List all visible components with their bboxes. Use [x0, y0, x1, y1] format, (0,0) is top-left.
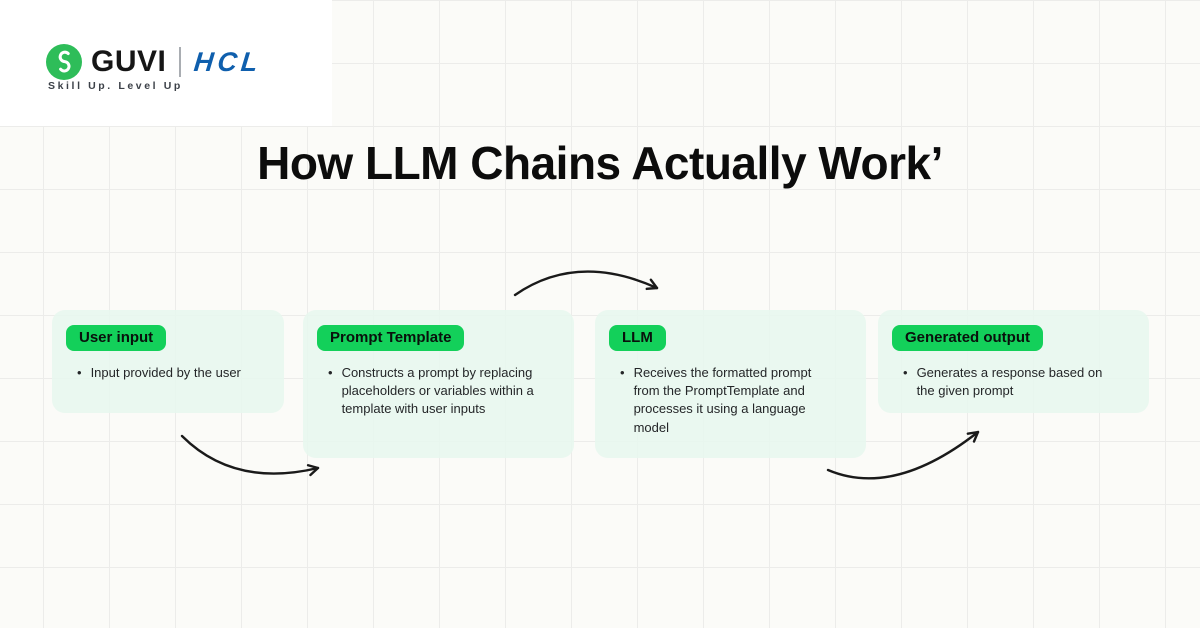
step-card-prompt-template: Prompt Template • Constructs a prompt by… [303, 310, 574, 458]
step-bullet: • Receives the formatted prompt from the… [620, 364, 852, 437]
curved-arrow-icon-top [513, 270, 659, 297]
step-bullet: • Input provided by the user [77, 364, 270, 382]
step-card-llm: LLM • Receives the formatted prompt from… [595, 310, 866, 458]
logo-divider [179, 47, 182, 77]
bullet-dot-icon: • [328, 365, 333, 380]
guvi-g-icon [46, 44, 82, 80]
curved-arrow-icon-bottom-left [180, 434, 320, 477]
bullet-dot-icon: • [903, 365, 908, 380]
bullet-dot-icon: • [77, 365, 82, 380]
bullet-dot-icon: • [620, 365, 625, 380]
step-badge: LLM [609, 325, 666, 351]
bullet-text: Input provided by the user [90, 365, 241, 380]
step-badge: Generated output [892, 325, 1044, 351]
step-card-generated-output: Generated output • Generates a response … [878, 310, 1149, 413]
bullet-text: Receives the formatted prompt from the P… [633, 365, 812, 435]
bullet-text: Generates a response based on the given … [916, 365, 1103, 399]
step-bullet: • Generates a response based on the give… [903, 364, 1135, 400]
brand-tagline: Skill Up. Level Up [48, 80, 183, 92]
step-badge: User input [66, 325, 167, 351]
hcl-wordmark: HCL [192, 46, 264, 77]
step-bullet: • Constructs a prompt by replacing place… [328, 364, 560, 419]
brand-logo: GUVI HCL [46, 44, 264, 80]
step-badge: Prompt Template [317, 325, 465, 351]
step-card-user-input: User input • Input provided by the user [52, 310, 284, 413]
guvi-wordmark: GUVI [91, 45, 167, 78]
bullet-text: Constructs a prompt by replacing placeho… [341, 365, 534, 417]
curved-arrow-icon-bottom-right [826, 430, 980, 480]
page-title: How LLM Chains Actually Work’ [257, 137, 943, 189]
